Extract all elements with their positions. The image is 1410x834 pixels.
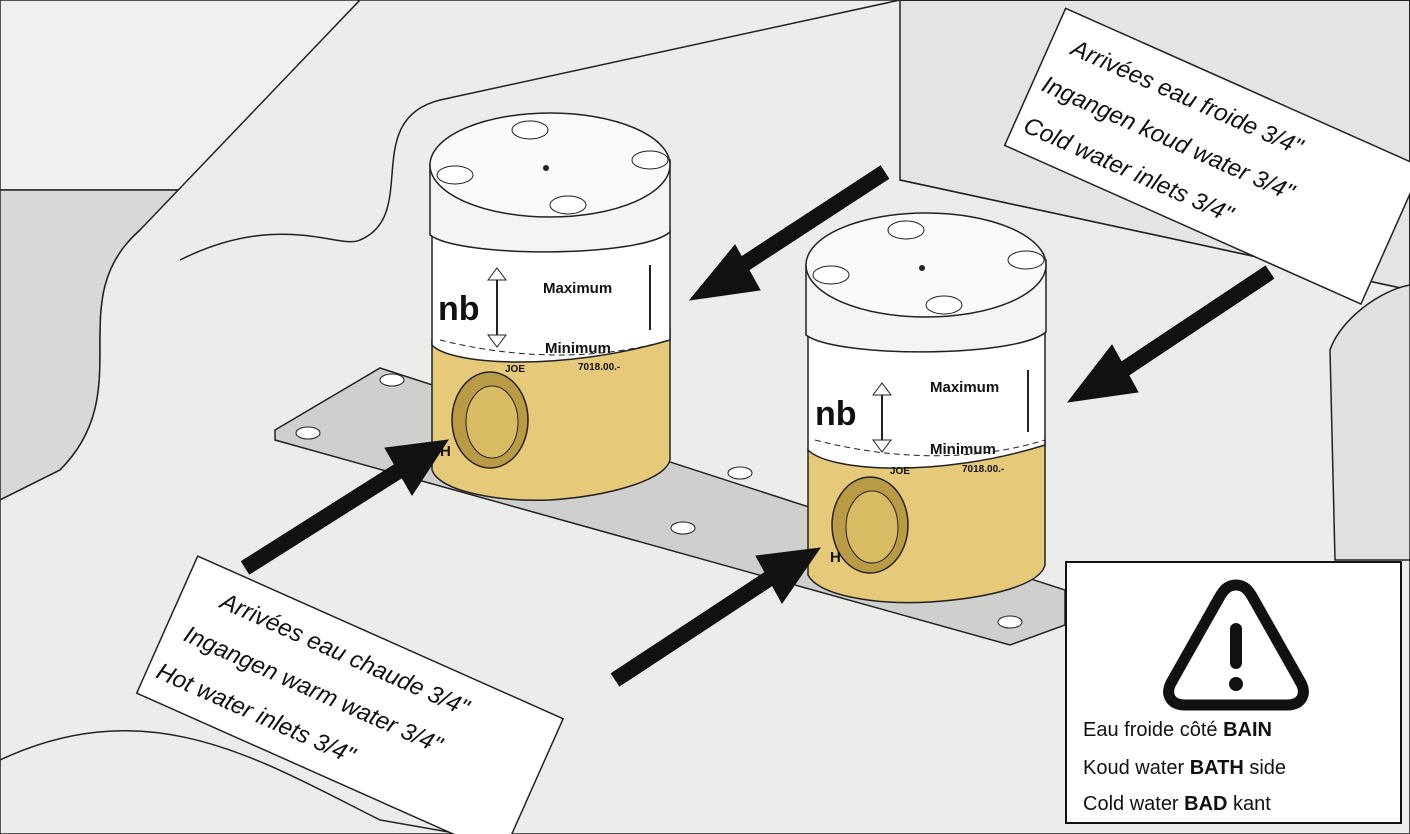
cap-hole <box>631 150 669 170</box>
plate-hole <box>670 521 696 535</box>
brand-logo: nb <box>438 290 480 328</box>
arrow-cold-left <box>688 165 890 301</box>
arrow-hot-right <box>610 547 822 687</box>
cap-top <box>805 212 1047 318</box>
cap-hole <box>549 195 587 215</box>
right-cylinder <box>1329 284 1410 561</box>
dial-band <box>807 329 1046 469</box>
cap-hole <box>925 295 963 315</box>
cap-top <box>429 112 671 218</box>
plate-hole <box>295 426 321 440</box>
valve-left: nb Maximum Minimum JOE 7018.00.- H <box>429 112 671 501</box>
plate-hole <box>727 466 753 480</box>
port-inner <box>845 490 899 564</box>
port-inner <box>465 385 519 459</box>
plate-hole <box>379 373 405 387</box>
cap-hole <box>887 220 925 240</box>
warning-triangle-icon <box>1163 579 1309 711</box>
ref-label: 7018.00.- <box>578 362 620 373</box>
arrows <box>240 165 1275 687</box>
label-card <box>1003 7 1410 305</box>
center-pin <box>919 265 925 271</box>
port-label: H <box>440 443 451 460</box>
min-label: Minimum <box>930 441 996 458</box>
code-label: JOE <box>505 364 525 375</box>
code-label: JOE <box>890 466 910 477</box>
warning-line-1: Eau froide côté BAIN <box>1083 719 1272 741</box>
plate-hole <box>997 615 1023 629</box>
cap-hole <box>511 120 549 140</box>
arrow-cold-right <box>1066 265 1275 403</box>
cap-hole <box>1007 250 1045 270</box>
brand-logo: nb <box>815 395 857 433</box>
warning-line-2: Koud water BATH side <box>1083 757 1287 779</box>
max-label: Maximum <box>543 280 612 297</box>
center-pin <box>543 165 549 171</box>
warning-line-3: Cold water BAD kant <box>1083 793 1271 815</box>
cap-hole <box>812 265 850 285</box>
valve-right: nb Maximum Minimum JOE 7018.00.- H <box>805 212 1047 604</box>
port-label: H <box>830 549 841 566</box>
warning-box: Eau froide côté BAIN Koud water BATH sid… <box>1065 561 1402 824</box>
ref-label: 7018.00.- <box>962 464 1004 475</box>
min-label: Minimum <box>545 340 611 357</box>
max-label: Maximum <box>930 379 999 396</box>
label-card <box>135 555 565 834</box>
arrow-hot-left <box>240 439 450 575</box>
wave-ridge <box>179 0 901 261</box>
cap-hole <box>436 165 474 185</box>
